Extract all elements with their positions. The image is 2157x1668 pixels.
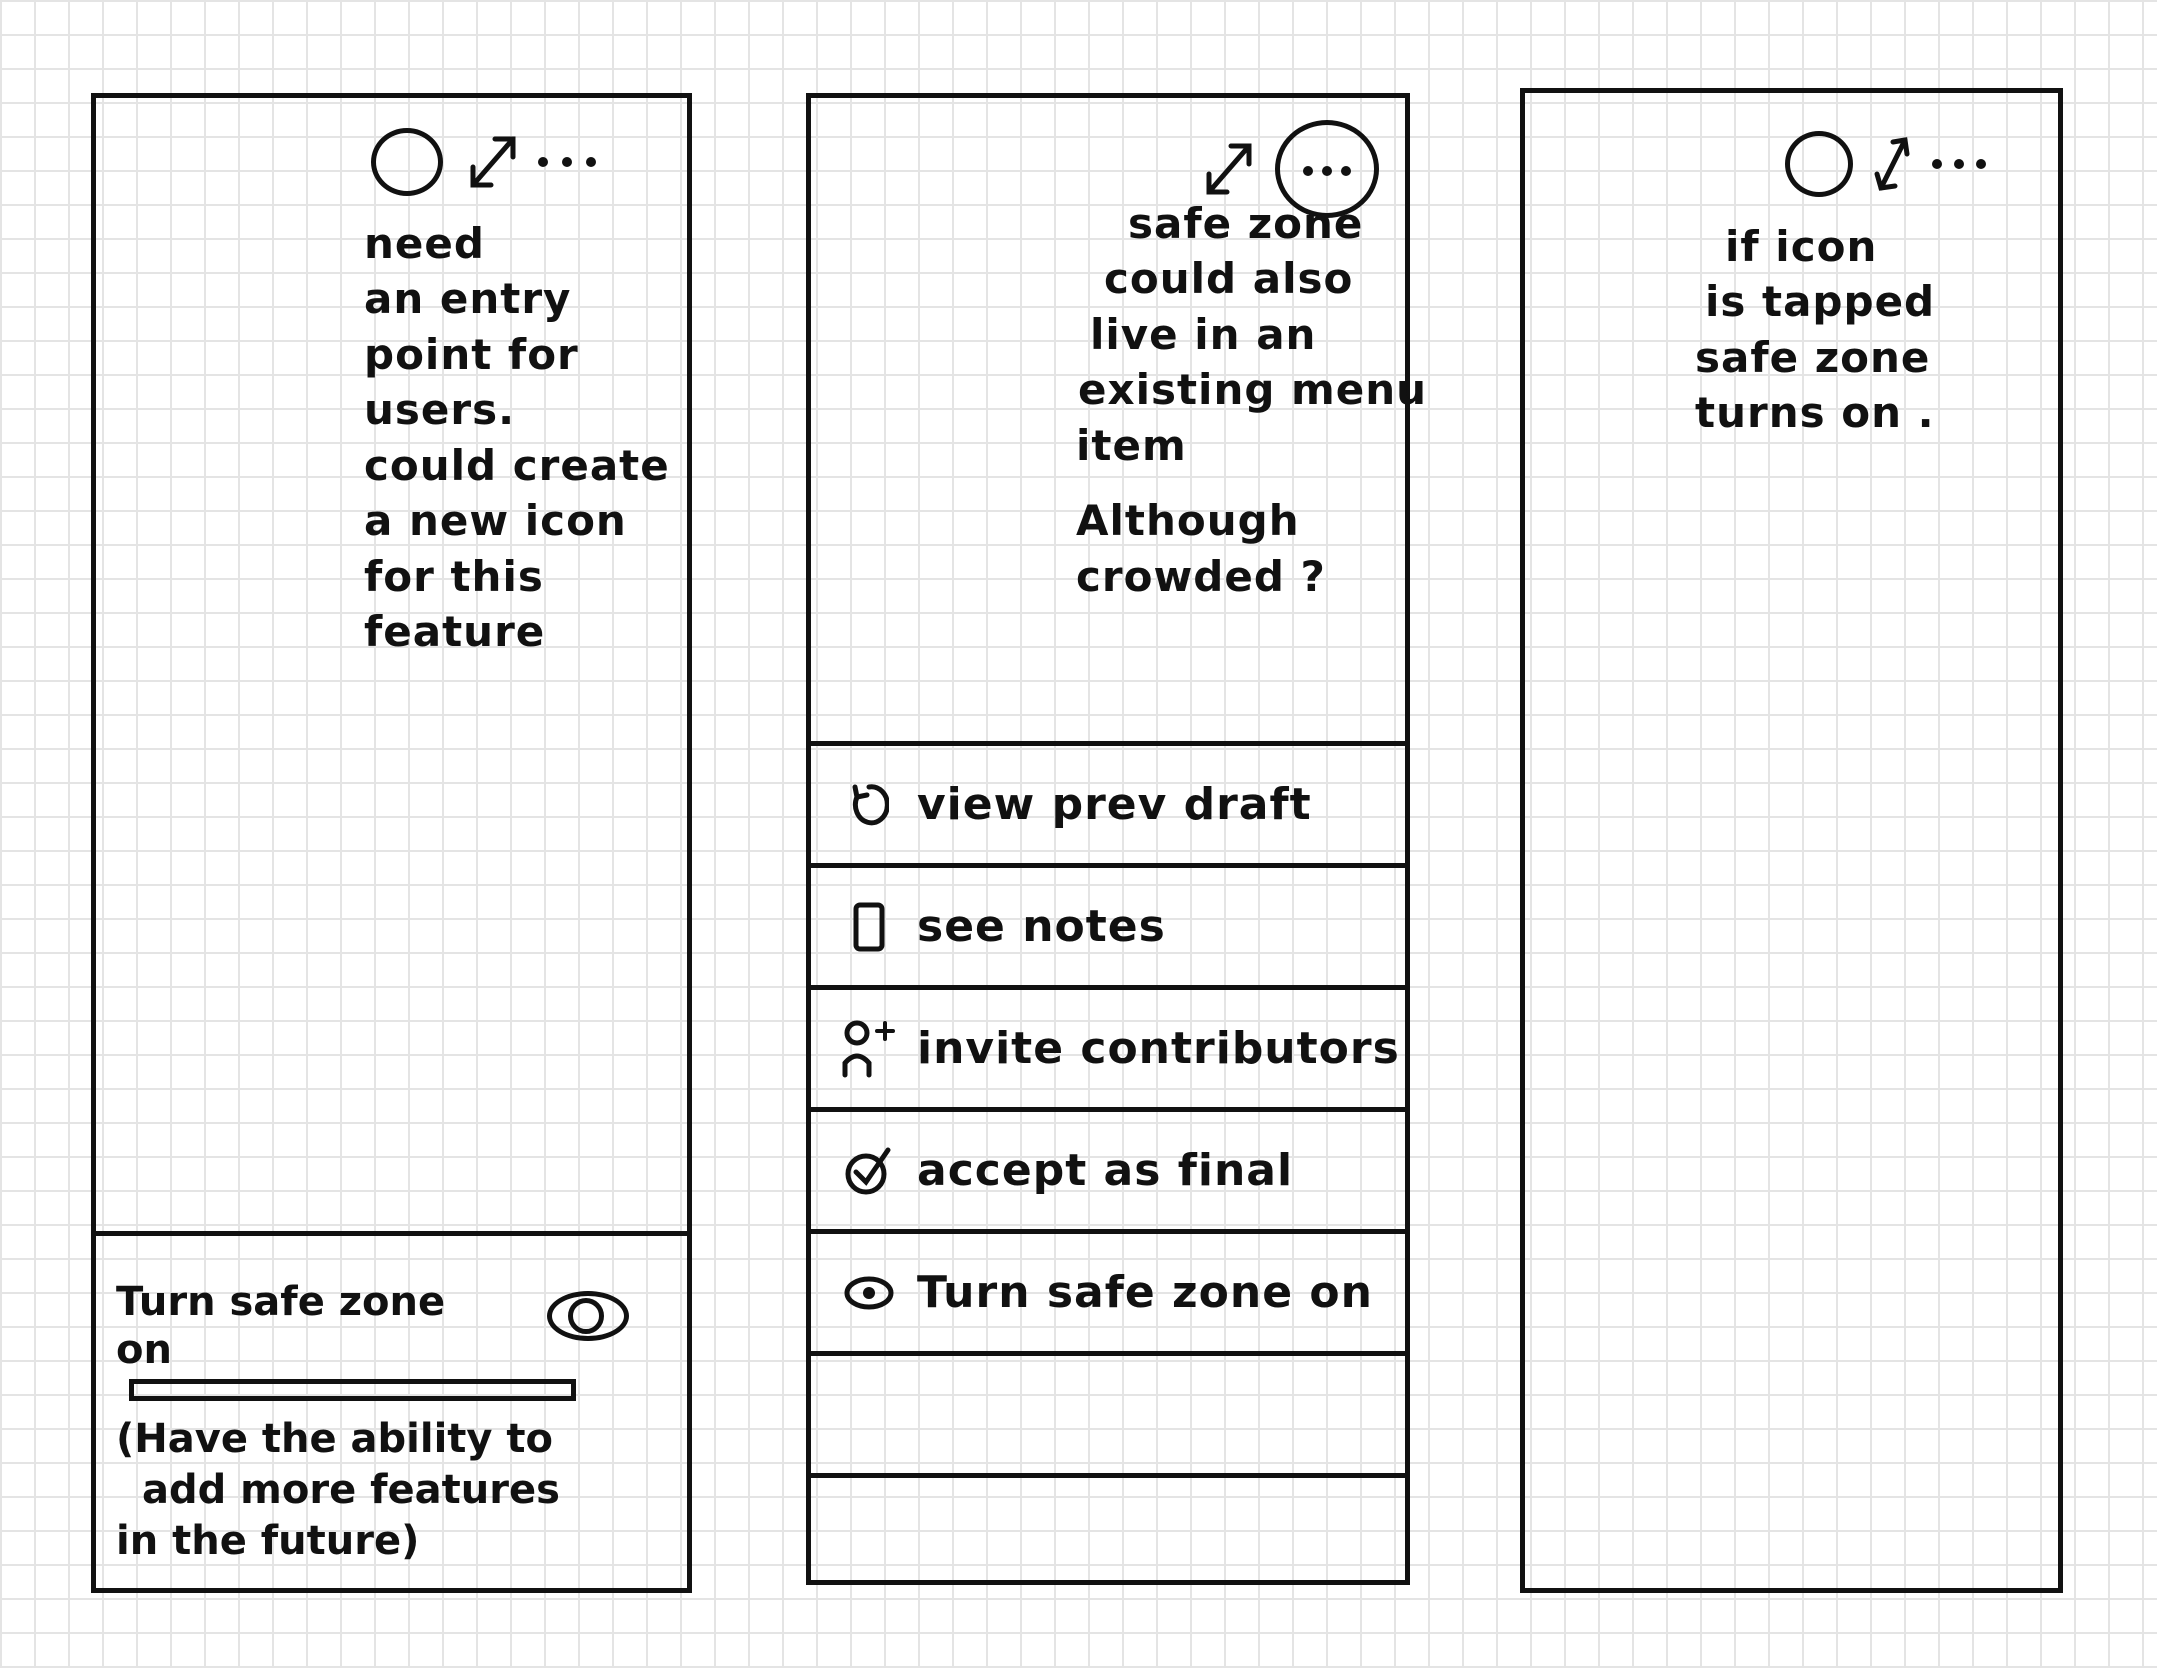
- menu-item-label: accept as final: [917, 1145, 1294, 1196]
- note-line: safe zone: [1695, 332, 1931, 382]
- menu-item-empty: [811, 1473, 1405, 1595]
- top-icon-bar: [1201, 120, 1379, 218]
- note-line: could also: [1104, 254, 1354, 304]
- note-line: item: [1076, 420, 1187, 470]
- divider-bar: [129, 1379, 576, 1401]
- bottom-sheet: Turn safe zone on (Have the ability to a…: [96, 1231, 687, 1588]
- menu-item-label: Turn safe zone on: [917, 1267, 1373, 1318]
- note-line: Although: [1076, 496, 1300, 546]
- expand-arrow-icon[interactable]: [1201, 138, 1257, 200]
- phone-frame-1: need an entry point for users. could cre…: [91, 93, 692, 1593]
- top-icon-bar: [1785, 131, 1989, 197]
- overflow-menu: view prev draft see notes invite contrib…: [811, 741, 1405, 1580]
- expand-arrow-icon[interactable]: [465, 131, 521, 193]
- note-line: [1076, 473, 1427, 493]
- note-line: live in an: [1090, 309, 1317, 359]
- annotation-menu-item: safe zone could also live in an existing…: [1076, 196, 1427, 604]
- menu-item-view-prev-draft[interactable]: view prev draft: [811, 741, 1405, 863]
- note-line: need: [364, 219, 485, 268]
- more-dots-icon[interactable]: [1929, 154, 1989, 174]
- menu-item-label: see notes: [917, 901, 1166, 952]
- note-line: safe zone: [1128, 199, 1364, 248]
- add-person-icon: [841, 1020, 897, 1077]
- note-line: crowded ?: [1076, 551, 1326, 601]
- more-dots-icon: [1303, 166, 1351, 176]
- eye-icon: [841, 1265, 897, 1321]
- safe-zone-circle-icon[interactable]: [1785, 131, 1853, 197]
- note-line: users.: [364, 385, 516, 435]
- menu-item-label: view prev draft: [917, 779, 1312, 830]
- note-line: could create: [364, 440, 670, 490]
- expand-arrow-icon[interactable]: [1873, 134, 1913, 194]
- menu-item-see-notes[interactable]: see notes: [811, 863, 1405, 985]
- note-line: a new icon: [364, 496, 627, 546]
- safe-zone-toggle-label: Turn safe zone on: [116, 1279, 446, 1373]
- note-line: in the future): [116, 1518, 420, 1565]
- safe-zone-toggle-switch[interactable]: [547, 1291, 629, 1341]
- menu-item-accept-as-final[interactable]: accept as final: [811, 1107, 1405, 1229]
- note-line: point for: [364, 329, 579, 379]
- phone-frame-3: if icon is tapped safe zone turns on .: [1520, 88, 2063, 1593]
- annotation-icon-tapped: if icon is tapped safe zone turns on .: [1695, 219, 1935, 441]
- check-circle-icon: [841, 1143, 897, 1199]
- note-line: is tapped: [1705, 277, 1936, 327]
- more-dots-icon[interactable]: [533, 152, 605, 172]
- menu-item-empty: [811, 1351, 1405, 1473]
- note-line: (Have the ability to: [116, 1416, 554, 1462]
- more-menu-button[interactable]: [1275, 120, 1379, 218]
- top-icon-bar: [371, 128, 605, 196]
- note-line: if icon: [1725, 222, 1878, 271]
- safe-zone-circle-icon[interactable]: [371, 128, 443, 196]
- note-line: existing menu: [1078, 365, 1428, 415]
- menu-item-label: invite contributors: [917, 1023, 1400, 1074]
- note-icon: [841, 899, 897, 955]
- menu-item-invite-contributors[interactable]: invite contributors: [811, 985, 1405, 1107]
- note-line: feature: [364, 607, 546, 657]
- annotation-future-features: (Have the ability to add more features i…: [116, 1414, 560, 1568]
- note-line: add more features: [142, 1467, 560, 1514]
- note-line: an entry: [364, 274, 572, 324]
- note-line: for this: [364, 551, 544, 601]
- toggle-knob-icon: [568, 1298, 604, 1334]
- annotation-entry-point: need an entry point for users. could cre…: [364, 216, 670, 660]
- rewind-icon: [841, 777, 897, 833]
- menu-item-turn-safe-zone-on[interactable]: Turn safe zone on: [811, 1229, 1405, 1351]
- phone-frame-2: safe zone could also live in an existing…: [806, 93, 1426, 1585]
- note-line: turns on .: [1695, 388, 1935, 438]
